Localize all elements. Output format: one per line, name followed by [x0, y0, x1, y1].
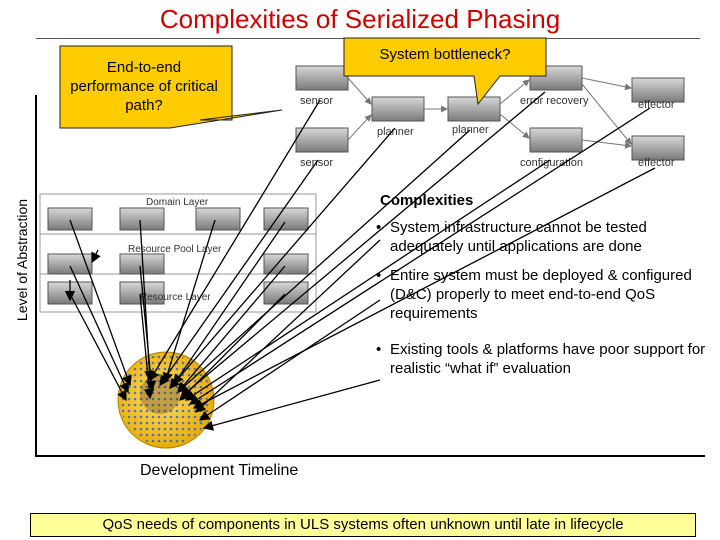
planner-right-label: planner: [452, 124, 489, 136]
complexity-item-text: System infrastructure cannot be tested a…: [390, 219, 647, 255]
y-axis-line: [35, 95, 37, 455]
end-to-end-callout-bubble: [59, 45, 283, 129]
complexity-item-text: Existing tools & platforms have poor sup…: [390, 341, 706, 377]
end-to-end-callout-text: End-to-end performance of critical path?: [70, 59, 218, 114]
complexity-item-text: Entire system must be deployed & configu…: [390, 267, 692, 322]
resource-box-3: [263, 281, 309, 305]
x-axis-line: [35, 455, 705, 457]
effector-top-label: effector: [638, 99, 675, 111]
layer-frame: [39, 193, 317, 313]
sensor-top-box: [295, 65, 349, 91]
configuration-box: [529, 127, 583, 153]
planner-left-label: planner: [377, 126, 414, 138]
bottleneck-callout-bubble: [343, 37, 547, 106]
bullet-marker: •: [376, 267, 382, 284]
error-recovery-label: error recovery: [520, 95, 589, 107]
domain-box-4: [263, 207, 309, 231]
convergence-arrows: [64, 91, 656, 431]
globe-illustration: [117, 351, 215, 449]
domain-box-1: [47, 207, 93, 231]
effector-bottom-label: effector: [638, 157, 675, 169]
effector-bottom-box: [631, 135, 685, 161]
resource-layer-label: Resource Layer: [140, 292, 211, 303]
planner-left-box: [371, 96, 425, 122]
y-axis-label: Level of Abstraction: [14, 198, 30, 322]
footer-note: QoS needs of components in ULS systems o…: [30, 513, 696, 537]
x-axis-label: Development Timeline: [140, 462, 299, 479]
domain-layer-label: Domain Layer: [146, 197, 209, 208]
sensor-top-label: sensor: [300, 95, 333, 107]
planner-right-box: [447, 96, 501, 122]
slide-title: Complexities of Serialized Phasing: [159, 4, 561, 34]
effector-top-box: [631, 77, 685, 103]
complexities-heading: Complexities: [380, 192, 474, 209]
pool-box-1: [47, 253, 93, 275]
complexity-item-2: • Entire system must be deployed & config…: [376, 266, 716, 323]
complexity-item-1: • System infrastructure cannot be tested …: [376, 218, 716, 256]
layered-architecture: Domain Layer Resource Pool Layer Resourc…: [39, 193, 317, 313]
system-diagram: sensor sensor planner planner error reco…: [295, 65, 685, 169]
sensor-bottom-box: [295, 127, 349, 153]
domain-box-2: [119, 207, 165, 231]
resource-pool-layer-label: Resource Pool Layer: [128, 244, 222, 255]
bottleneck-callout-text: System bottleneck?: [379, 46, 511, 63]
domain-box-3: [195, 207, 241, 231]
bullet-marker: •: [376, 219, 382, 236]
bullet-marker: •: [376, 341, 382, 358]
configuration-label: configuration: [520, 157, 583, 169]
complexity-item-3: • Existing tools & platforms have poor su…: [376, 340, 716, 378]
